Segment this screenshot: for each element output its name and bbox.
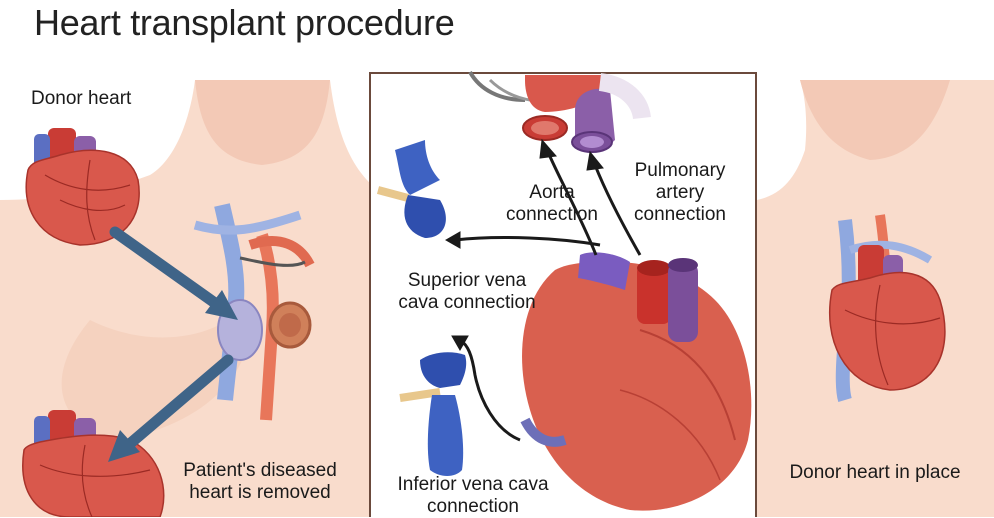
pulmonary-label-line1: Pulmonary bbox=[634, 160, 726, 181]
inferior-vena-cava-vessel bbox=[399, 352, 467, 476]
aorta-label-line2: connection bbox=[506, 204, 598, 225]
aorta-connection-label: Aorta connection bbox=[487, 182, 617, 226]
inferior-vena-cava-label: Inferior vena cava connection bbox=[378, 474, 568, 518]
patient-vein-blue-2 bbox=[193, 210, 302, 235]
pulmonary-artery-label: Pulmonary artery connection bbox=[615, 160, 745, 226]
superior-vena-cava-label: Superior vena cava connection bbox=[382, 270, 552, 314]
patient-diseased-label: Patient's diseased heart is removed bbox=[165, 460, 355, 504]
donor-heart-in-place-label: Donor heart in place bbox=[789, 462, 961, 483]
donor-heart-in-place bbox=[828, 245, 946, 391]
donor-heart-label: Donor heart bbox=[31, 88, 132, 109]
patient-artery-red-2 bbox=[248, 236, 315, 268]
svc-label-line1: Superior vena bbox=[407, 270, 527, 291]
pulmonary-label-line3: connection bbox=[634, 204, 726, 225]
pulmonary-label-line2: artery bbox=[655, 182, 705, 203]
patient-clamp bbox=[239, 256, 306, 267]
left-chest-shade bbox=[61, 300, 252, 440]
superior-vena-cava-vessel bbox=[376, 140, 446, 238]
donor-heart-top bbox=[25, 128, 140, 246]
donor-heart-bottom bbox=[22, 410, 165, 517]
svc-label-line2: cava connection bbox=[398, 292, 536, 313]
patient-diseased-label-line1: Patient's diseased bbox=[183, 460, 337, 481]
removal-arrows bbox=[108, 226, 238, 462]
left-neck bbox=[195, 80, 330, 165]
patient-diseased-label-line2: heart is removed bbox=[189, 482, 331, 503]
aorta-label-line1: Aorta bbox=[529, 182, 575, 203]
connection-arrows bbox=[444, 138, 642, 442]
ivc-label-line2: connection bbox=[427, 496, 519, 517]
page-title: Heart transplant procedure bbox=[34, 2, 455, 43]
top-vessels bbox=[468, 70, 651, 153]
right-neck bbox=[800, 80, 950, 160]
center-donor-heart bbox=[520, 252, 752, 511]
ivc-label-line1: Inferior vena cava bbox=[397, 474, 549, 495]
